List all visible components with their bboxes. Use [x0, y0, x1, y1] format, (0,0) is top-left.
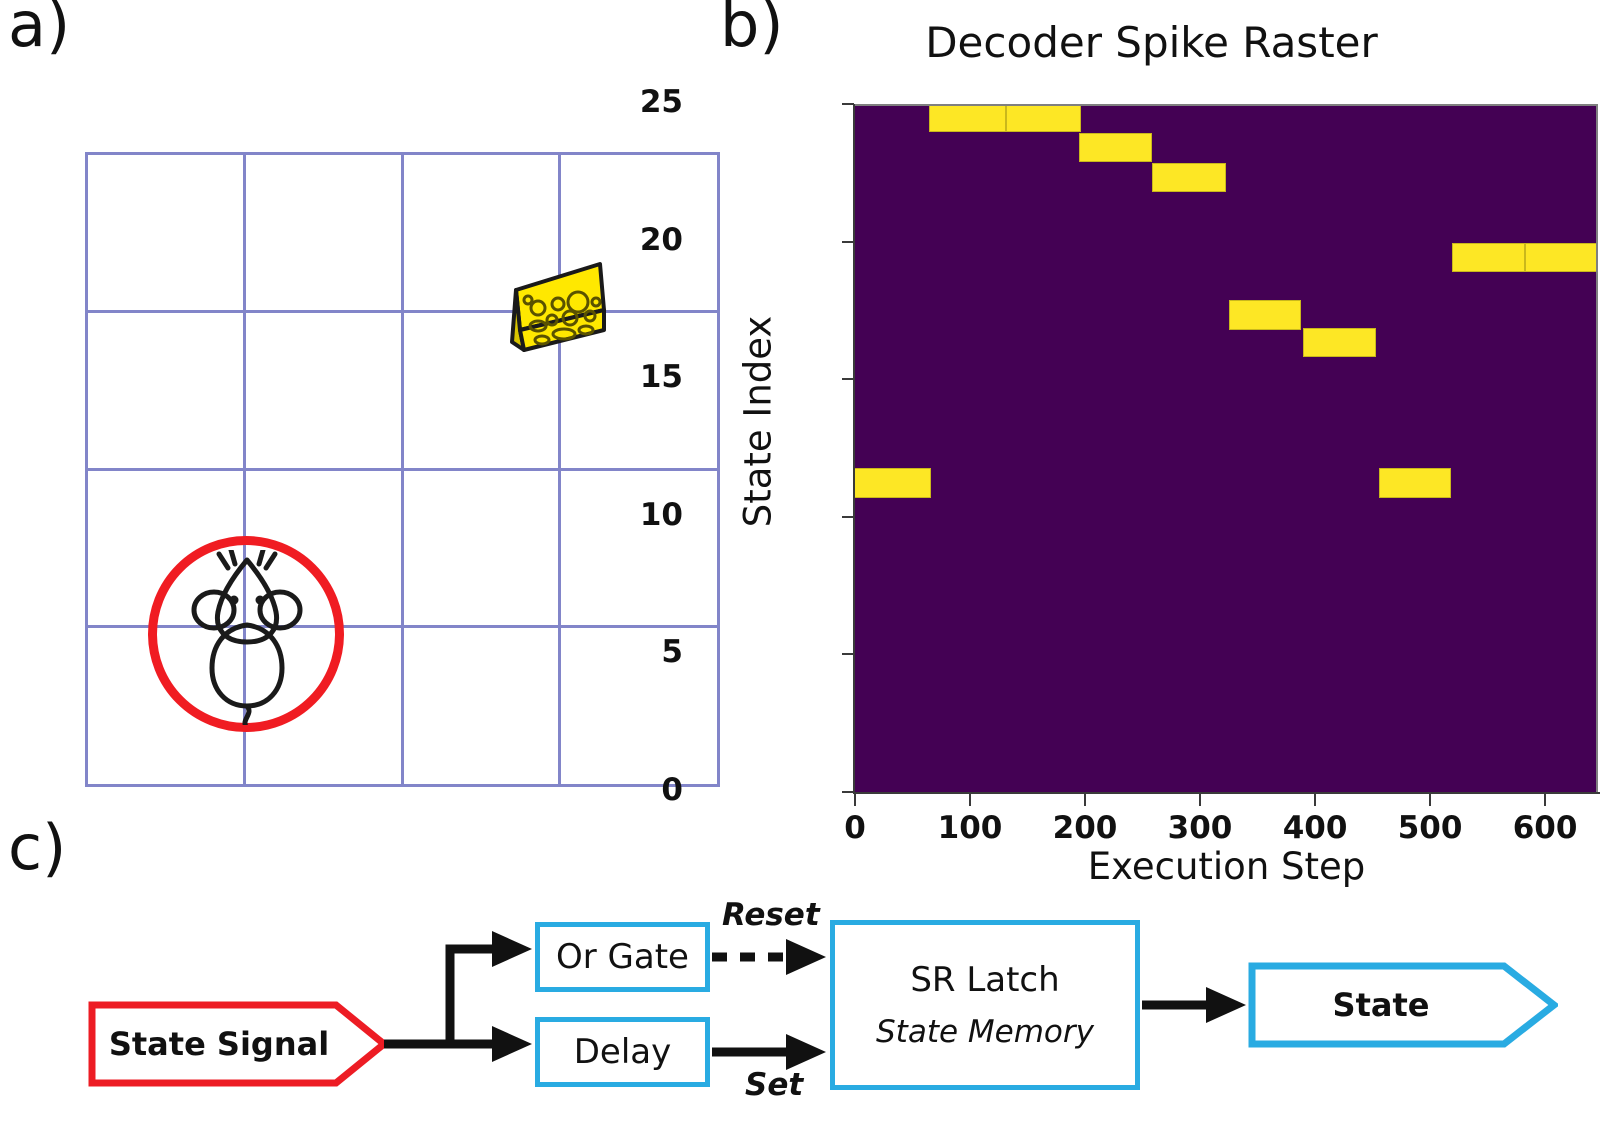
x-axis-spine [853, 792, 1600, 794]
state-signal-label: State Signal [108, 1025, 330, 1063]
x-tick-mark [1084, 793, 1087, 806]
grid-line-horizontal-3 [88, 625, 717, 628]
x-tick-label: 500 [1397, 810, 1463, 846]
x-tick-label: 100 [937, 810, 1003, 846]
y-tick-label: 25 [639, 84, 683, 120]
panel-c-block-diagram: c) State Signal Or Gate Delay Reset Set … [0, 815, 1603, 1128]
cheese-icon [508, 258, 608, 356]
delay-block[interactable]: Delay [535, 1017, 710, 1087]
state-output-block[interactable]: State [1248, 962, 1558, 1048]
y-tick-label: 0 [661, 772, 683, 808]
x-tick-mark [1199, 793, 1202, 806]
panel-c-label: c) [8, 811, 67, 884]
state-memory-label: State Memory [876, 1014, 1094, 1050]
y-tick-label: 10 [639, 496, 683, 533]
y-tick-label: 15 [639, 359, 683, 396]
agent-position-circle [148, 536, 344, 732]
reset-label: Reset [722, 897, 820, 933]
panel-a-grid-world: a) [0, 0, 740, 815]
spike-block [1005, 106, 1082, 132]
fanout-wiring [384, 931, 532, 1062]
y-tick-label: 5 [661, 634, 683, 671]
set-label: Set [745, 1067, 804, 1103]
y-tick-mark [842, 515, 854, 518]
chart-title: Decoder Spike Raster [925, 18, 1378, 67]
sr-latch-block[interactable]: SR Latch State Memory [830, 920, 1140, 1090]
sr-latch-label: SR Latch [910, 960, 1060, 1000]
spike-block [855, 468, 931, 498]
x-tick-label: 600 [1512, 810, 1578, 846]
x-tick-label: 200 [1052, 810, 1118, 846]
y-axis-spine [853, 104, 855, 794]
grid-line-horizontal-1 [88, 310, 717, 313]
set-arrow [712, 1034, 826, 1070]
state-signal-block[interactable]: State Signal [88, 1001, 388, 1087]
y-tick-label: 20 [639, 221, 683, 258]
spike-block [1228, 300, 1302, 330]
reset-arrow [712, 939, 826, 975]
x-tick-label: 0 [844, 810, 866, 846]
x-tick-mark [1429, 793, 1432, 806]
panel-b-label: b) [720, 0, 784, 61]
y-tick-mark [842, 653, 854, 656]
x-tick-label: 400 [1282, 810, 1348, 846]
x-tick-mark [854, 793, 856, 806]
or-gate-label: Or Gate [556, 937, 689, 977]
spike-block [1378, 468, 1451, 498]
x-tick-label: 300 [1167, 810, 1233, 846]
panel-b-spike-raster: b) Decoder Spike Raster 0 5 10 15 20 25 0 100 2… [640, 0, 1603, 890]
x-tick-mark [1314, 793, 1317, 806]
y-axis-title: State Index [736, 315, 780, 528]
spike-block [1151, 162, 1227, 193]
y-tick-mark [842, 240, 854, 243]
spike-block [1079, 132, 1152, 162]
raster-plot-area [855, 104, 1598, 792]
spike-block [928, 106, 1006, 132]
x-tick-mark [1544, 793, 1547, 806]
delay-label: Delay [573, 1032, 672, 1072]
state-output-arrow [1142, 987, 1246, 1023]
panel-a-label: a) [8, 0, 71, 61]
y-tick-mark [842, 378, 854, 381]
or-gate-block[interactable]: Or Gate [535, 922, 710, 992]
grid-line-horizontal-2 [88, 468, 717, 471]
spike-block [1452, 242, 1526, 273]
y-tick-mark [842, 103, 854, 105]
state-output-label: State [1332, 986, 1430, 1024]
x-axis-title: Execution Step [1087, 845, 1366, 888]
mouse-icon [188, 547, 306, 731]
spike-block [1524, 242, 1596, 273]
x-tick-mark [969, 793, 971, 806]
spike-block [1302, 327, 1376, 358]
y-tick-mark [842, 791, 854, 793]
